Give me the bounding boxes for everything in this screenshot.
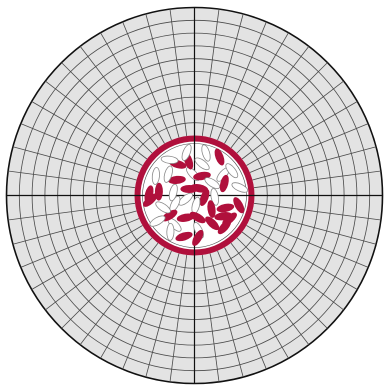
cluster-ellipse-34: [167, 223, 175, 240]
